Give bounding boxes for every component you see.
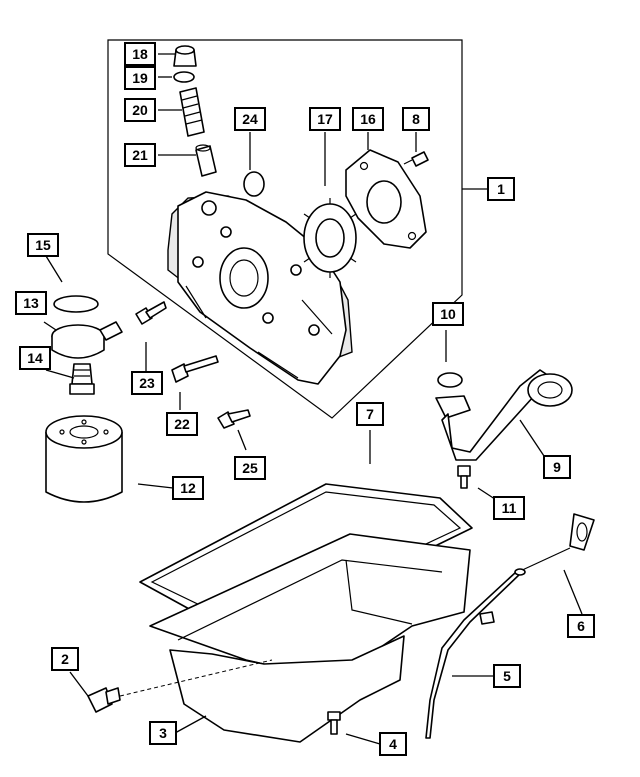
callout-21: 21 [124, 143, 156, 167]
dipstick-tube [425, 571, 523, 739]
callout-10-label: 10 [440, 306, 456, 322]
callout-9: 9 [543, 455, 571, 479]
callout-15-label: 15 [35, 237, 51, 253]
oil-pump-cover-plate [345, 149, 427, 249]
callout-19-label: 19 [132, 70, 148, 86]
pump-long-bolt [171, 355, 219, 383]
callout-11-label: 11 [502, 500, 517, 516]
oil-filter [45, 415, 123, 503]
callout-15: 15 [27, 233, 59, 257]
oil-filter-adapter [51, 321, 123, 359]
callout-6: 6 [567, 614, 595, 638]
callout-6-label: 6 [577, 618, 585, 634]
callout-23-label: 23 [139, 375, 155, 391]
oil-drain-plug [87, 687, 121, 713]
callout-5: 5 [493, 664, 521, 688]
pickup-tube-o-ring [437, 372, 463, 388]
oil-pump-rotor [303, 198, 357, 278]
callout-24-label: 24 [242, 111, 258, 127]
callout-4: 4 [379, 732, 407, 756]
callout-21-label: 21 [132, 147, 148, 163]
callout-3: 3 [149, 721, 177, 745]
callout-24: 24 [234, 107, 266, 131]
callout-12-label: 12 [180, 480, 196, 496]
callout-11: 11 [493, 496, 525, 520]
callout-22-label: 22 [174, 416, 190, 432]
callout-18: 18 [124, 42, 156, 66]
callout-1-label: 1 [497, 181, 505, 197]
callout-19: 19 [124, 66, 156, 90]
pump-bolt [217, 409, 251, 429]
callout-9-label: 9 [553, 459, 561, 475]
relief-valve-spring [179, 87, 205, 137]
callout-17: 17 [309, 107, 341, 131]
callout-4-label: 4 [389, 736, 397, 752]
oil-pickup-tube [435, 369, 573, 461]
relief-valve-plunger [195, 144, 217, 177]
callout-8: 8 [402, 107, 430, 131]
callout-5-label: 5 [503, 668, 511, 684]
callout-23: 23 [131, 371, 163, 395]
callout-2-label: 2 [61, 651, 69, 667]
callout-10: 10 [432, 302, 464, 326]
callout-18-label: 18 [132, 46, 148, 62]
callout-13: 13 [15, 291, 47, 315]
callout-16: 16 [352, 107, 384, 131]
callout-22: 22 [166, 412, 198, 436]
callout-7: 7 [356, 402, 384, 426]
callout-17-label: 17 [317, 111, 333, 127]
callout-20: 20 [124, 98, 156, 122]
relief-valve-washer [173, 71, 195, 83]
oil-pump-group-frame [107, 39, 463, 419]
callout-2: 2 [51, 647, 79, 671]
callout-14: 14 [19, 346, 51, 370]
cover-bolt [403, 151, 429, 167]
pump-short-bolt [135, 301, 167, 325]
callout-12: 12 [172, 476, 204, 500]
callout-8-label: 8 [412, 111, 420, 127]
callout-25-label: 25 [242, 460, 258, 476]
oil-filter-stud [69, 363, 95, 395]
callout-1: 1 [487, 177, 515, 201]
callout-16-label: 16 [360, 111, 376, 127]
callout-3-label: 3 [159, 725, 167, 741]
callout-25: 25 [234, 456, 266, 480]
callout-7-label: 7 [366, 406, 374, 422]
callout-14-label: 14 [27, 350, 43, 366]
callout-20-label: 20 [132, 102, 148, 118]
callout-13-label: 13 [23, 295, 39, 311]
o-ring-seal [243, 171, 265, 197]
oil-pan [149, 533, 471, 743]
dipstick [514, 513, 595, 576]
pickup-tube-bolt [457, 465, 471, 489]
filter-adapter-seal [53, 295, 99, 313]
relief-valve-plug [173, 45, 197, 67]
oil-pan-bolt [327, 711, 341, 735]
